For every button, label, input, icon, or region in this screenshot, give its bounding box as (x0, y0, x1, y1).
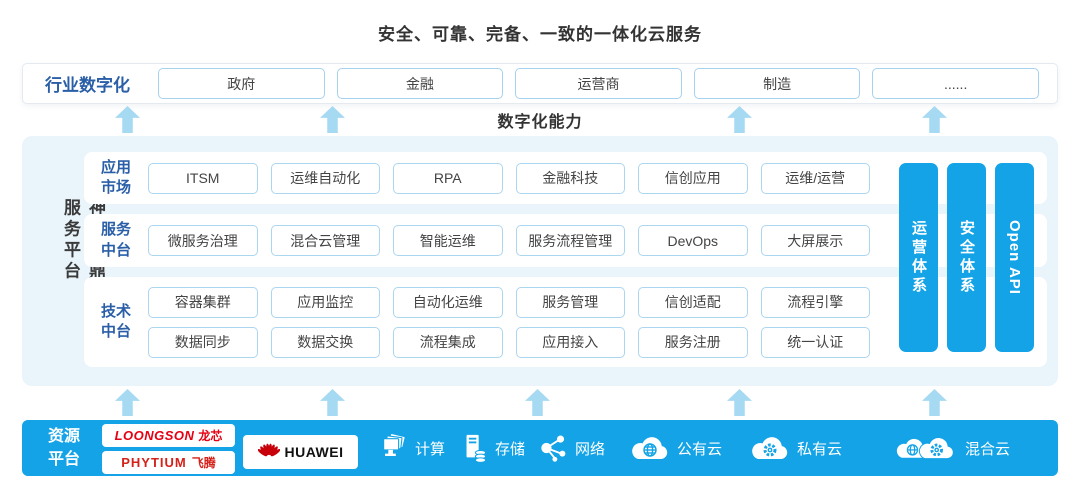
up-arrow-icon (525, 389, 550, 416)
chip-unified-auth: 统一认证 (760, 326, 870, 358)
resource-item-compute: 计算 (378, 420, 445, 476)
tech-middle-platform-row: 技术中台 容器集群 应用监控 自动化运维 服务管理 信创适配 流程引擎 数据同步… (84, 277, 1047, 367)
resource-item-network: 网络 (538, 420, 605, 476)
app-market-label: 应用市场 (100, 158, 131, 196)
chip-hybrid-cloud-mgmt: 混合云管理 (270, 225, 380, 256)
service-middle-platform-label: 服务中台 (100, 221, 131, 259)
network-icon (541, 435, 566, 462)
private-cloud-icon (752, 437, 788, 459)
chip-rpa: RPA (393, 162, 503, 194)
chip-devops: DevOps (638, 225, 748, 256)
chip-microservice-governance: 微服务治理 (148, 225, 258, 256)
up-arrow-icon (115, 389, 140, 416)
chip-container-cluster: 容器集群 (148, 286, 258, 318)
storage-icon (466, 434, 487, 463)
service-middle-platform-row: 服务中台 微服务治理 混合云管理 智能运维 服务流程管理 DevOps 大屏展示 (84, 214, 1047, 267)
resource-platform-label: 资源平台 (48, 427, 81, 468)
resource-platform-bar: 资源平台 LOONGSON 龙芯 PHYTIUM 飞腾 (22, 420, 1058, 476)
chip-xinchuang-adaptation: 信创适配 (638, 286, 748, 318)
open-api-bar: Open API (995, 163, 1034, 352)
chip-xinchuang-app: 信创应用 (638, 162, 748, 194)
chip-ops-automation: 运维自动化 (270, 162, 380, 194)
chip-fintech: 金融科技 (515, 162, 625, 194)
operation-system-bar: 运营体系 (899, 163, 938, 352)
chip-service-registry: 服务注册 (638, 326, 748, 358)
industry-chip-manufacturing: 制造 (693, 68, 861, 99)
resource-item-public-cloud: 公有云 (630, 420, 722, 476)
chip-itsm: ITSM (148, 162, 258, 194)
chip-intelligent-ops: 智能运维 (393, 225, 503, 256)
chip-service-process-mgmt: 服务流程管理 (515, 225, 625, 256)
app-market-row: 应用市场 ITSM 运维自动化 RPA 金融科技 信创应用 运维/运营 (84, 152, 1047, 204)
resource-item-hybrid-cloud: 混合云 (896, 420, 1010, 476)
resource-item-storage: 存储 (460, 420, 525, 476)
chip-data-exchange: 数据交换 (270, 326, 380, 358)
industry-chip-carrier: 运营商 (515, 68, 682, 99)
chip-process-engine: 流程引擎 (760, 286, 870, 318)
page-title: 安全、可靠、完备、一致的一体化云服务 (378, 25, 702, 44)
chip-ops-operation: 运维/运营 (760, 162, 870, 194)
chip-app-access: 应用接入 (515, 326, 625, 358)
loongson-logo: LOONGSON 龙芯 (102, 424, 235, 447)
industry-label: 行业数字化 (45, 76, 130, 95)
resource-item-private-cloud: 私有云 (750, 420, 842, 476)
up-arrow-icon (922, 389, 947, 416)
tech-middle-platform-label: 技术中台 (100, 302, 131, 340)
chip-service-mgmt: 服务管理 (515, 286, 625, 318)
industry-chip-more: ...... (872, 68, 1039, 99)
chip-automated-ops: 自动化运维 (393, 286, 503, 318)
phytium-logo: PHYTIUM 飞腾 (102, 451, 235, 474)
up-arrow-icon (320, 389, 345, 416)
huawei-flower-icon (257, 443, 280, 457)
hybrid-cloud-icon (896, 437, 954, 460)
public-cloud-icon (632, 437, 668, 459)
compute-icon (383, 433, 406, 456)
chip-app-monitoring: 应用监控 (270, 286, 380, 318)
industry-digitalization-panel: 行业数字化 政府 金融 运营商 制造 ...... (22, 63, 1058, 104)
cloud-service-platform-panel: 神州云鼎云服务平台 应用市场 ITSM 运维自动化 RPA 金融科技 信创应用 … (22, 136, 1058, 386)
chip-dashboard-display: 大屏展示 (760, 225, 870, 256)
huawei-logo: HUAWEI (243, 435, 358, 469)
chip-data-sync: 数据同步 (148, 326, 258, 358)
security-system-bar: 安全体系 (947, 163, 986, 352)
industry-chip-finance: 金融 (336, 68, 504, 99)
industry-chip-government: 政府 (158, 68, 325, 99)
digital-capability-label: 数字化能力 (497, 114, 583, 131)
chip-process-integration: 流程集成 (393, 326, 503, 358)
up-arrow-icon (727, 389, 752, 416)
